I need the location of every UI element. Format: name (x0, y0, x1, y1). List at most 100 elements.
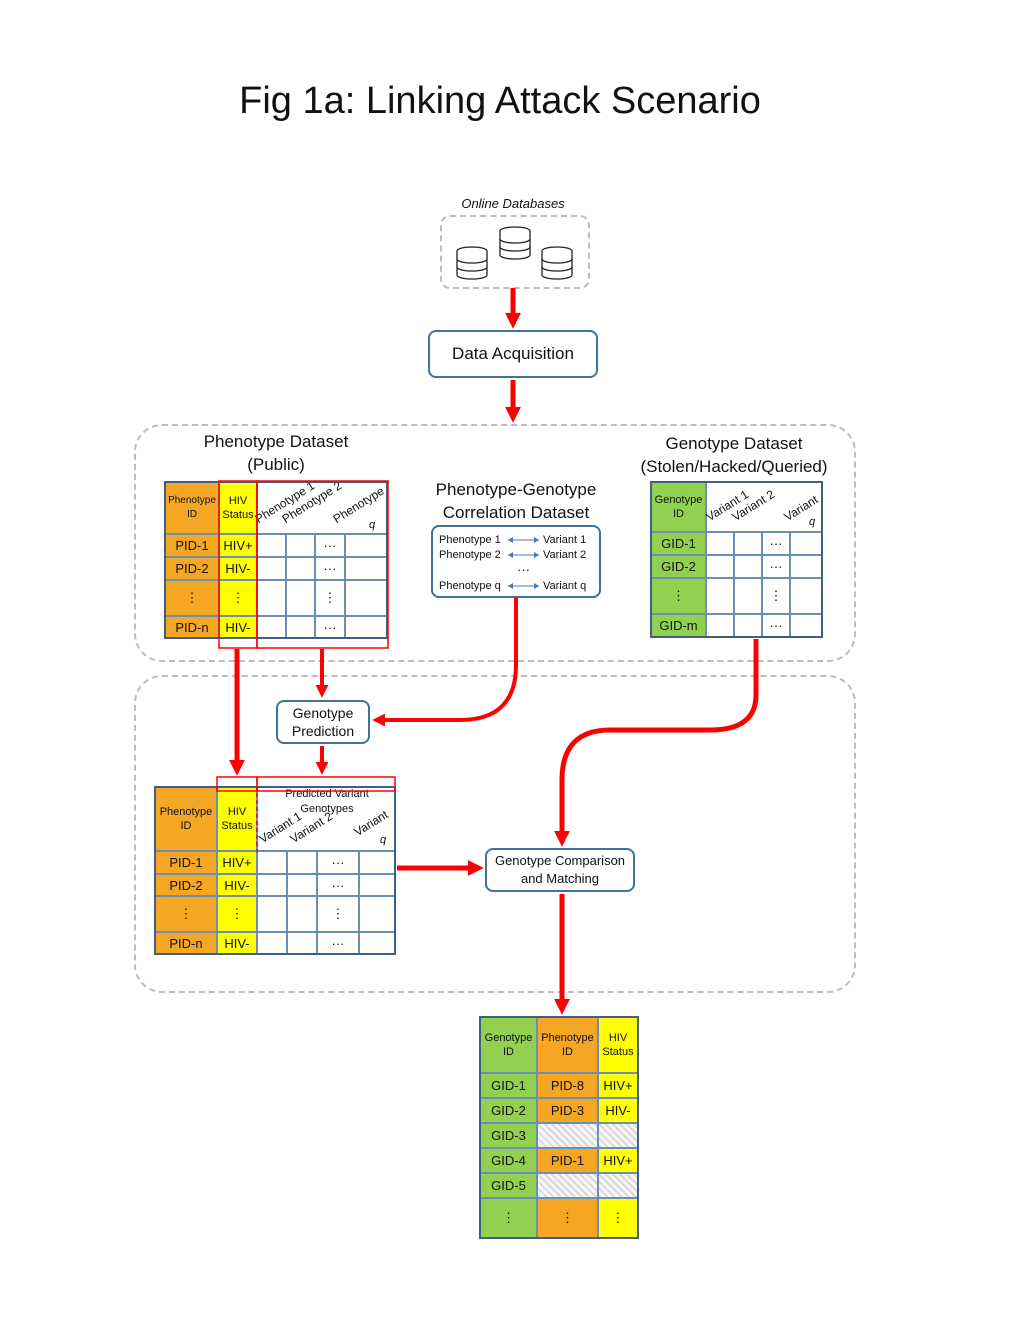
header-text: Status (602, 1046, 634, 1058)
online-databases-group (440, 215, 590, 289)
correlation-variant-1: Variant 1 (543, 534, 587, 546)
ellipsis-cell: ··· (317, 932, 359, 954)
correlation-dataset-subtitle: Correlation Dataset (442, 503, 590, 522)
value-cell (359, 874, 395, 896)
phenotype-id-cell: PID-1 (165, 534, 219, 557)
value-cell (286, 580, 315, 616)
value-cell (706, 555, 734, 578)
header-text: Status (221, 820, 253, 832)
value-cell (345, 580, 387, 616)
phenotype-q-suffix: q (369, 519, 376, 531)
genotype-id-cell: GID-1 (480, 1073, 537, 1098)
genotype-id-cell: GID-m (651, 614, 706, 637)
correlation-dataset-title: Phenotype-Genotype (435, 480, 597, 499)
unmatched-cell (537, 1123, 598, 1148)
header-text: Genotype (654, 494, 703, 506)
genotype-comparison-box: Genotype Comparison and Matching (485, 848, 635, 892)
ellipsis-cell: ··· (317, 874, 359, 896)
unmatched-cell (598, 1123, 638, 1148)
database-icon (499, 226, 531, 260)
value-cell (286, 557, 315, 580)
ellipsis-cell: ··· (762, 555, 790, 578)
genotype-prediction-box: Genotype Prediction (276, 700, 370, 744)
phenotype-id-cell: PID-2 (155, 874, 217, 896)
genotype-id-cell: GID-2 (480, 1098, 537, 1123)
genotype-id-cell: GID-2 (651, 555, 706, 578)
hiv-status-cell: HIV- (217, 932, 257, 954)
value-cell (790, 578, 822, 614)
ellipsis-cell: ··· (315, 534, 345, 557)
header-text: Phenotype (168, 495, 216, 506)
hiv-status-cell: ⋮ (219, 580, 257, 616)
phenotype-id-cell: PID-1 (155, 851, 217, 874)
phenotype-id-cell: PID-n (155, 932, 217, 954)
value-cell (706, 614, 734, 637)
online-databases-label: Online Databases (461, 196, 565, 211)
header-text: ID (503, 1046, 514, 1058)
correlation-variant-q: Variant q (543, 580, 587, 592)
value-cell (345, 557, 387, 580)
hiv-status-cell: HIV- (219, 616, 257, 638)
header-text: Status (222, 509, 254, 521)
value-cell (345, 534, 387, 557)
correlation-ellipsis: ··· (517, 562, 530, 577)
value-cell (286, 616, 315, 638)
value-cell (287, 874, 317, 896)
phenotype-dataset-subtitle: (Public) (247, 455, 305, 474)
value-cell (257, 534, 286, 557)
unmatched-cell (537, 1173, 598, 1198)
genotype-id-cell: GID-4 (480, 1148, 537, 1173)
genotype-id-cell: ⋮ (480, 1198, 537, 1238)
value-cell (257, 896, 287, 932)
header-text: HIV (608, 1032, 628, 1044)
header-text: Genotype (484, 1032, 533, 1044)
box-text: Prediction (291, 723, 355, 739)
genotype-dataset-title: Genotype Dataset (665, 434, 803, 453)
hiv-status-cell: HIV+ (219, 534, 257, 557)
correlation-phenotype-1: Phenotype 1 (439, 534, 501, 546)
header-text: Phenotype (159, 806, 213, 818)
ellipsis-cell: ··· (762, 614, 790, 637)
hiv-status-cell: HIV- (219, 557, 257, 580)
value-cell (706, 578, 734, 614)
correlation-dataset-box: Phenotype 1 Variant 1 Phenotype 2 Varian… (431, 525, 601, 598)
phenotype-id-cell: PID-1 (537, 1148, 598, 1173)
genotype-id-cell: GID-3 (480, 1123, 537, 1148)
value-cell (706, 532, 734, 555)
hiv-status-header: HIV Status (598, 1017, 638, 1073)
ellipsis-cell: ⋮ (762, 578, 790, 614)
variant-q-suffix: q (380, 834, 387, 846)
predicted-genotypes-label: Genotypes (300, 803, 354, 815)
correlation-phenotype-q: Phenotype q (439, 580, 501, 592)
ellipsis-cell: ··· (762, 532, 790, 555)
database-icon (541, 246, 573, 280)
hiv-status-cell: HIV- (598, 1098, 638, 1123)
ellipsis-cell: ⋮ (315, 580, 345, 616)
phenotype-dataset-title: Phenotype Dataset (203, 432, 349, 451)
predicted-columns-header (257, 787, 395, 851)
value-cell (359, 932, 395, 954)
value-cell (257, 580, 286, 616)
phenotype-id-cell: ⋮ (165, 580, 219, 616)
value-cell (257, 557, 286, 580)
predicted-variant-label: Predicted Variant (285, 788, 369, 800)
data-acquisition-box: Data Acquisition (428, 330, 598, 378)
value-cell (734, 614, 762, 637)
database-icon (456, 246, 488, 280)
hiv-status-cell: ⋮ (598, 1198, 638, 1238)
value-cell (345, 616, 387, 638)
ellipsis-cell: ··· (315, 557, 345, 580)
hiv-status-header: HIV Status (219, 482, 257, 534)
phenotype-id-cell: ⋮ (155, 896, 217, 932)
value-cell (790, 614, 822, 637)
value-cell (257, 851, 287, 874)
header-text: HIV (228, 495, 248, 507)
correlation-variant-2: Variant 2 (543, 549, 587, 561)
box-text: Genotype Comparison (494, 853, 626, 868)
hiv-status-cell: HIV+ (598, 1148, 638, 1173)
